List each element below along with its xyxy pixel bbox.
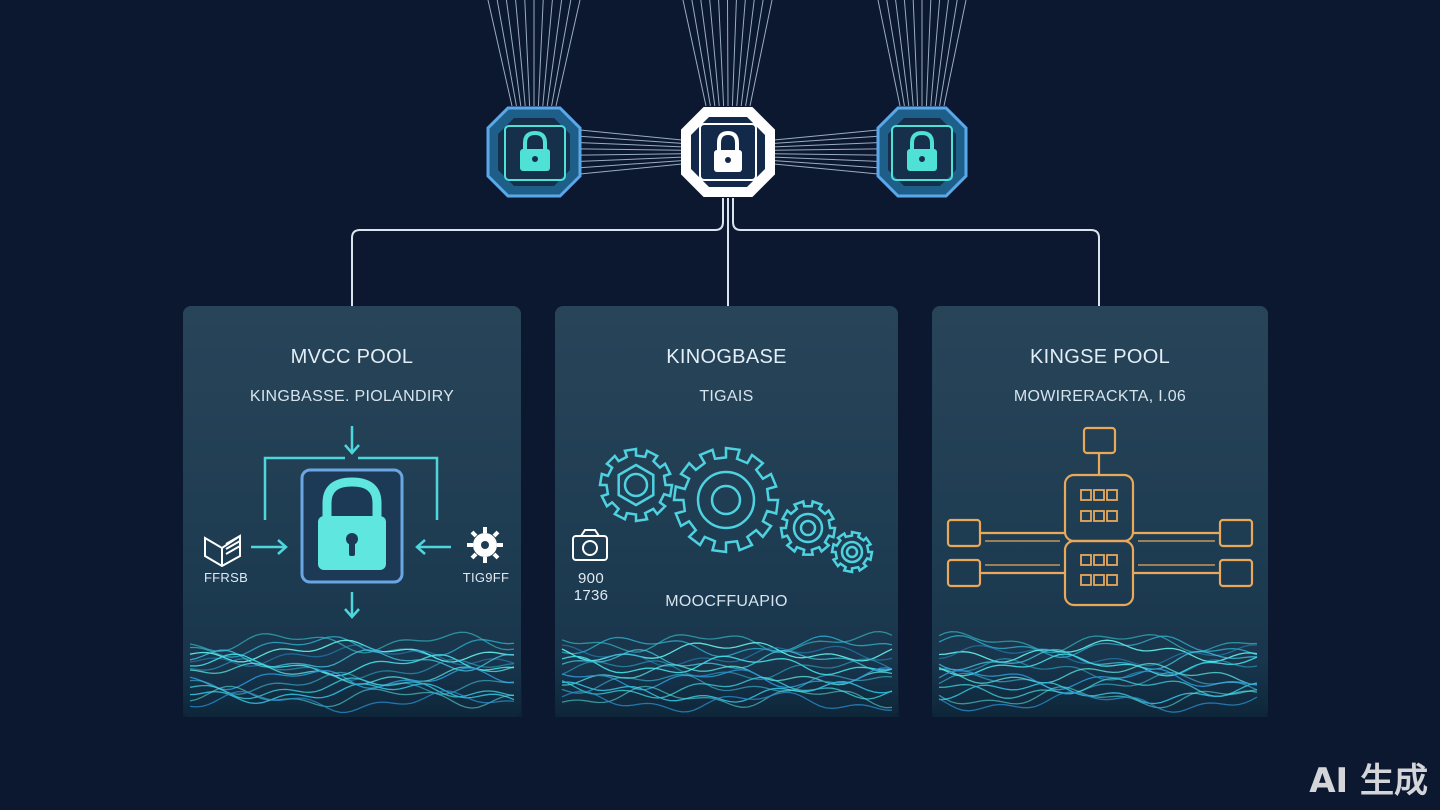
panel-kinogbase <box>555 306 898 717</box>
data-waves <box>183 630 1268 717</box>
connector-lines <box>351 198 1100 325</box>
panel-2-subtitle: TIGAIS <box>699 388 754 405</box>
panel-3-title: KINGSE POOL <box>1029 346 1170 368</box>
ai-generated-watermark: AI 生成 <box>1309 761 1428 801</box>
gears-cluster <box>598 446 874 574</box>
panel-2-readout-2: 1736 <box>573 587 609 604</box>
panel-1-right-label: TIG9FF <box>462 570 510 585</box>
lock-flow-diagram <box>204 426 503 619</box>
lock-node-left <box>486 106 582 198</box>
panel-1-left-label: FFRSB <box>203 570 249 585</box>
panel-1-title: MVCC POOL <box>290 346 414 368</box>
lock-icon <box>523 130 547 150</box>
lock-icon-large <box>318 477 386 570</box>
light-beams <box>487 0 967 175</box>
lock-icon <box>910 130 934 150</box>
lock-icon <box>717 130 739 151</box>
camera-icon <box>572 529 608 561</box>
lock-node-center <box>681 107 775 197</box>
gear-icon-small <box>467 527 503 563</box>
panel-2-title: KINOGBASE <box>666 346 787 368</box>
panel-2-readout-1: 900 <box>578 570 604 587</box>
panel-2-bottom-label: MOOCFFUAPIO <box>665 593 788 610</box>
lock-node-right <box>876 106 968 198</box>
panel-1-subtitle: KINGBASSE. PIOLANDIRY <box>249 388 455 405</box>
book-icon <box>204 534 241 568</box>
panel-3-subtitle: MOWIRERACKTA, I.06 <box>1013 388 1187 405</box>
server-network-icon <box>946 426 1254 607</box>
